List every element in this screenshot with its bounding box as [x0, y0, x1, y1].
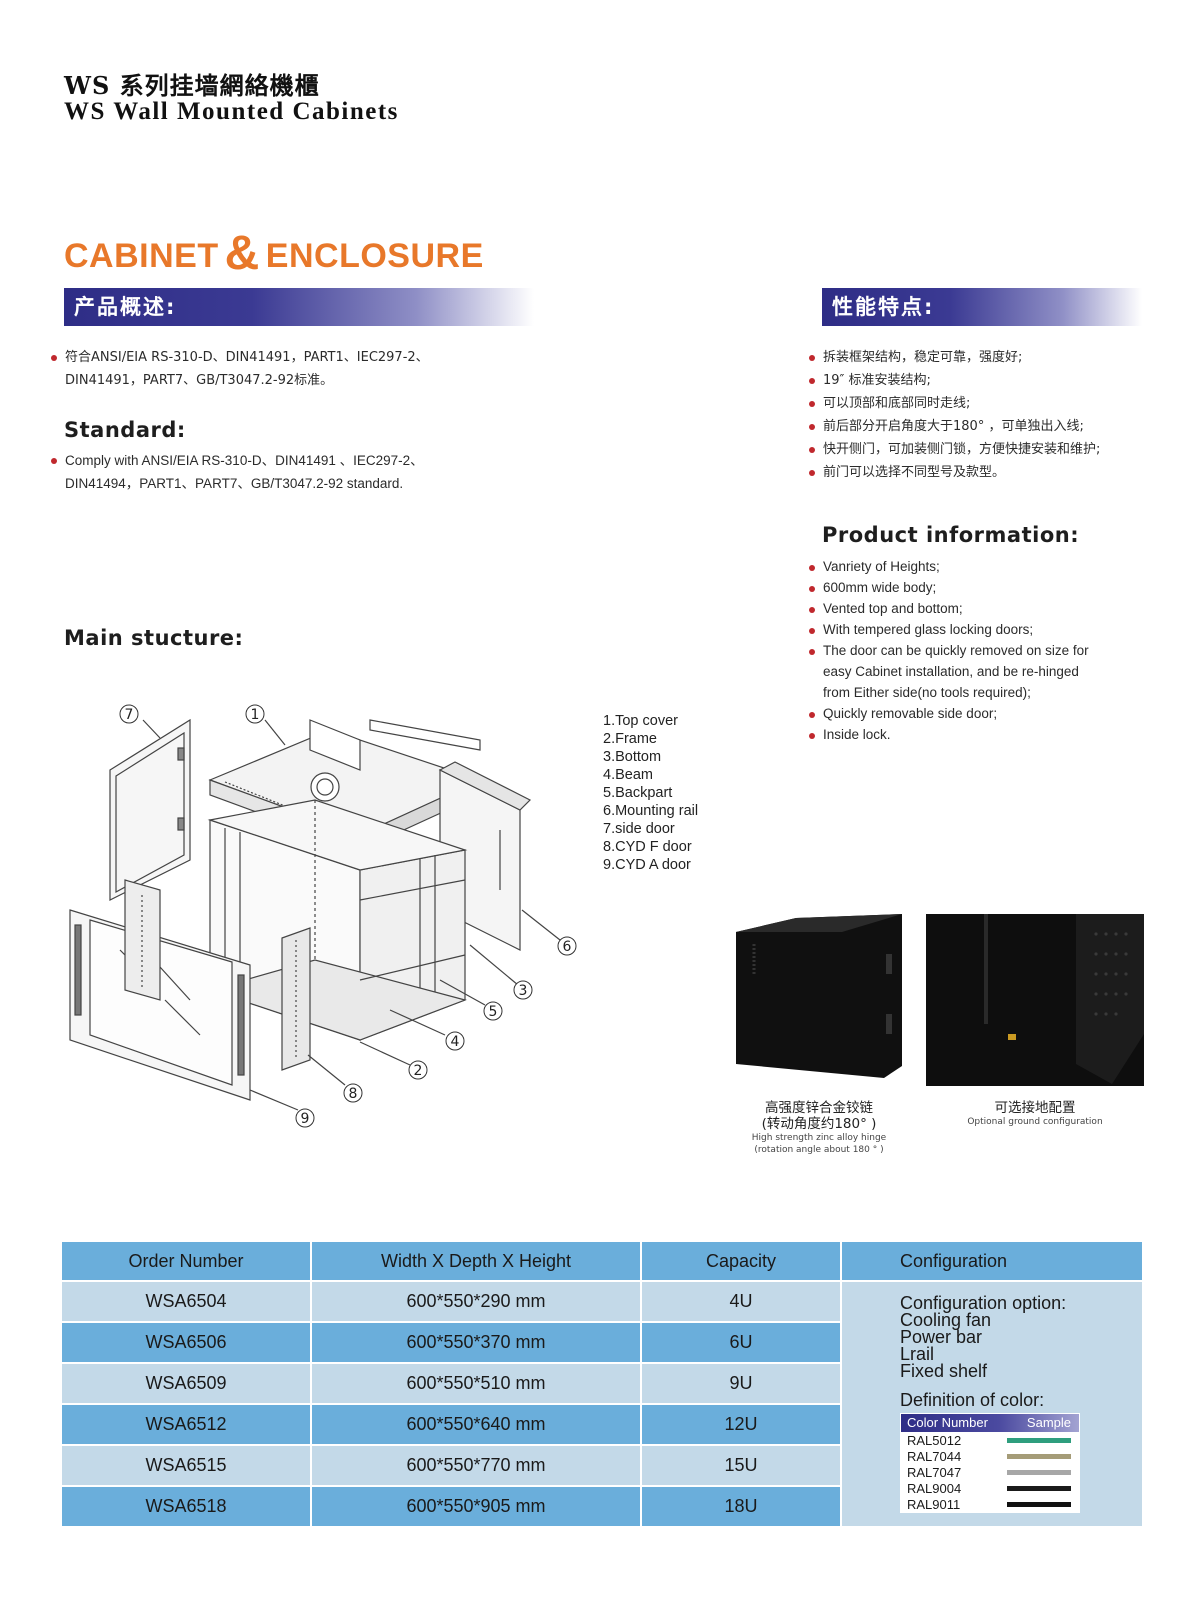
product-info-item: Quickly removable side door; — [809, 703, 1089, 724]
banner-ampersand: & — [224, 227, 260, 280]
header-capacity: Capacity — [640, 1240, 842, 1282]
color-swatch — [1007, 1469, 1071, 1475]
color-row: RAL7044 — [901, 1448, 1079, 1464]
features-bar: 性能特点: — [822, 288, 1142, 326]
product-info-item: The door can be quickly removed on size … — [809, 640, 1089, 703]
legend-item: 8.CYD F door — [603, 839, 692, 855]
hinge-photo — [736, 914, 902, 1086]
color-swatch — [1007, 1453, 1071, 1459]
legend-item: 3.Bottom — [603, 749, 662, 765]
callout-5: 5 — [489, 1004, 498, 1020]
callout-6: 6 — [563, 939, 572, 955]
feature-item: 19″ 标准安装结构; — [809, 369, 1100, 392]
hinge-caption: 高强度锌合金铰链 (转动角度约180° ) High strength zinc… — [751, 1100, 887, 1155]
product-info-list: Vanriety of Heights; 600mm wide body; Ve… — [809, 556, 1089, 745]
spec-table: Order Number Width X Depth X Height Capa… — [60, 1240, 1144, 1528]
header-order-number: Order Number — [60, 1240, 312, 1282]
feature-item: 拆装框架结构，稳定可靠，强度好; — [809, 346, 1100, 369]
overview-bar: 产品概述: — [64, 288, 534, 326]
legend-item: 7.side door — [603, 821, 675, 837]
callout-1: 1 — [251, 707, 260, 723]
product-info-item: Inside lock. — [809, 724, 1089, 745]
color-table-head: Color Number Sample — [901, 1414, 1079, 1432]
config-option-label: Configuration option: — [900, 1293, 1067, 1313]
product-info-heading: Product information: — [822, 523, 1080, 547]
legend-item: 5.Backpart — [603, 785, 673, 801]
color-row: RAL5012 — [901, 1432, 1079, 1448]
color-row: RAL9011 — [901, 1496, 1079, 1512]
mounting-rail-drawing — [281, 927, 311, 1071]
table-row: WSA6509 600*550*510 mm 9U — [60, 1362, 1143, 1405]
overview-list: 符合ANSI/EIA RS-310-D、DIN41491，PART1、IEC29… — [51, 346, 429, 392]
legend-item: 2.Frame — [603, 731, 657, 747]
features-list: 拆装框架结构，稳定可靠，强度好; 19″ 标准安装结构; 可以顶部和底部同时走线… — [809, 346, 1100, 484]
config-option: Fixed shelf — [900, 1361, 988, 1381]
color-table: Color Number Sample RAL5012 RAL7044 RAL7… — [900, 1413, 1080, 1513]
color-row: RAL7047 — [901, 1464, 1079, 1480]
standard-item: Comply with ANSI/EIA RS-310-D、DIN41491 、… — [51, 449, 424, 495]
legend-item: 1.Top cover — [603, 713, 678, 729]
callout-3: 3 — [519, 983, 528, 999]
feature-item: 前后部分开启角度大于180° ，可单独出入线; — [809, 415, 1100, 438]
config-option: Power bar — [900, 1327, 983, 1347]
frame-drawing — [207, 799, 468, 1041]
banner-right-word: ENCLOSURE — [265, 237, 484, 275]
configuration-cell: Configuration option: Cooling fan Power … — [840, 1280, 1144, 1528]
legend-item: 6.Mounting rail — [603, 803, 699, 819]
feature-item: 前门可以选择不同型号及款型。 — [809, 461, 1100, 484]
ground-caption: 可选接地配置 Optional ground configuration — [967, 1100, 1103, 1127]
callout-4: 4 — [451, 1034, 460, 1050]
color-swatch — [1007, 1501, 1071, 1507]
config-option: Cooling fan — [900, 1310, 992, 1330]
side-panel-drawing — [124, 879, 161, 1001]
product-info-item: 600mm wide body; — [809, 577, 1089, 598]
color-swatch — [1007, 1437, 1071, 1443]
callout-9: 9 — [301, 1111, 310, 1127]
callout-8: 8 — [349, 1086, 358, 1102]
product-info-item: Vanriety of Heights; — [809, 556, 1089, 577]
overview-item: 符合ANSI/EIA RS-310-D、DIN41491，PART1、IEC29… — [51, 346, 429, 392]
feature-item: 可以顶部和底部同时走线; — [809, 392, 1100, 415]
header-configuration: Configuration — [840, 1240, 1144, 1282]
structure-legend: 1.Top cover 2.Frame 3.Bottom 4.Beam 5.Ba… — [603, 712, 698, 874]
legend-item: 9.CYD A door — [603, 857, 691, 873]
table-row: WSA6518 600*550*905 mm 18U — [60, 1485, 1143, 1528]
product-info-item: With tempered glass locking doors; — [809, 619, 1089, 640]
product-info-item: Vented top and bottom; — [809, 598, 1089, 619]
standard-heading: Standard: — [64, 418, 186, 442]
feature-item: 快开侧门，可加装侧门锁，方便快捷安装和维护; — [809, 438, 1100, 461]
ground-config-photo — [926, 914, 1144, 1086]
callout-7: 7 — [125, 707, 134, 723]
table-row: WSA6506 600*550*370 mm 6U — [60, 1321, 1143, 1364]
color-row: RAL9004 — [901, 1480, 1079, 1496]
color-definition-label: Definition of color: — [900, 1390, 1045, 1410]
title-english: WS Wall Mounted Cabinets — [64, 98, 399, 125]
standard-list: Comply with ANSI/EIA RS-310-D、DIN41491 、… — [51, 449, 424, 495]
side-door-drawing — [109, 718, 191, 901]
table-row: WSA6512 600*550*640 mm 12U — [60, 1403, 1143, 1446]
title-chinese: WS 系列挂墙網絡機櫃 — [64, 71, 320, 100]
config-option: Lrail — [900, 1344, 935, 1364]
color-swatch — [1007, 1485, 1071, 1491]
legend-item: 4.Beam — [603, 767, 653, 783]
table-row: WSA6515 600*550*770 mm 15U — [60, 1444, 1143, 1487]
banner-left-word: CABINET — [64, 237, 219, 275]
header-dimensions: Width X Depth X Height — [310, 1240, 642, 1282]
main-structure-heading: Main stucture: — [64, 626, 244, 650]
section-banner: CABINET&ENCLOSURE — [64, 224, 484, 280]
table-row: WSA6504 600*550*290 mm 4U Configuration … — [60, 1280, 1144, 1528]
callout-2: 2 — [414, 1063, 423, 1079]
exploded-cabinet-diagram: 7 1 6 3 5 4 2 8 9 — [69, 704, 577, 1128]
